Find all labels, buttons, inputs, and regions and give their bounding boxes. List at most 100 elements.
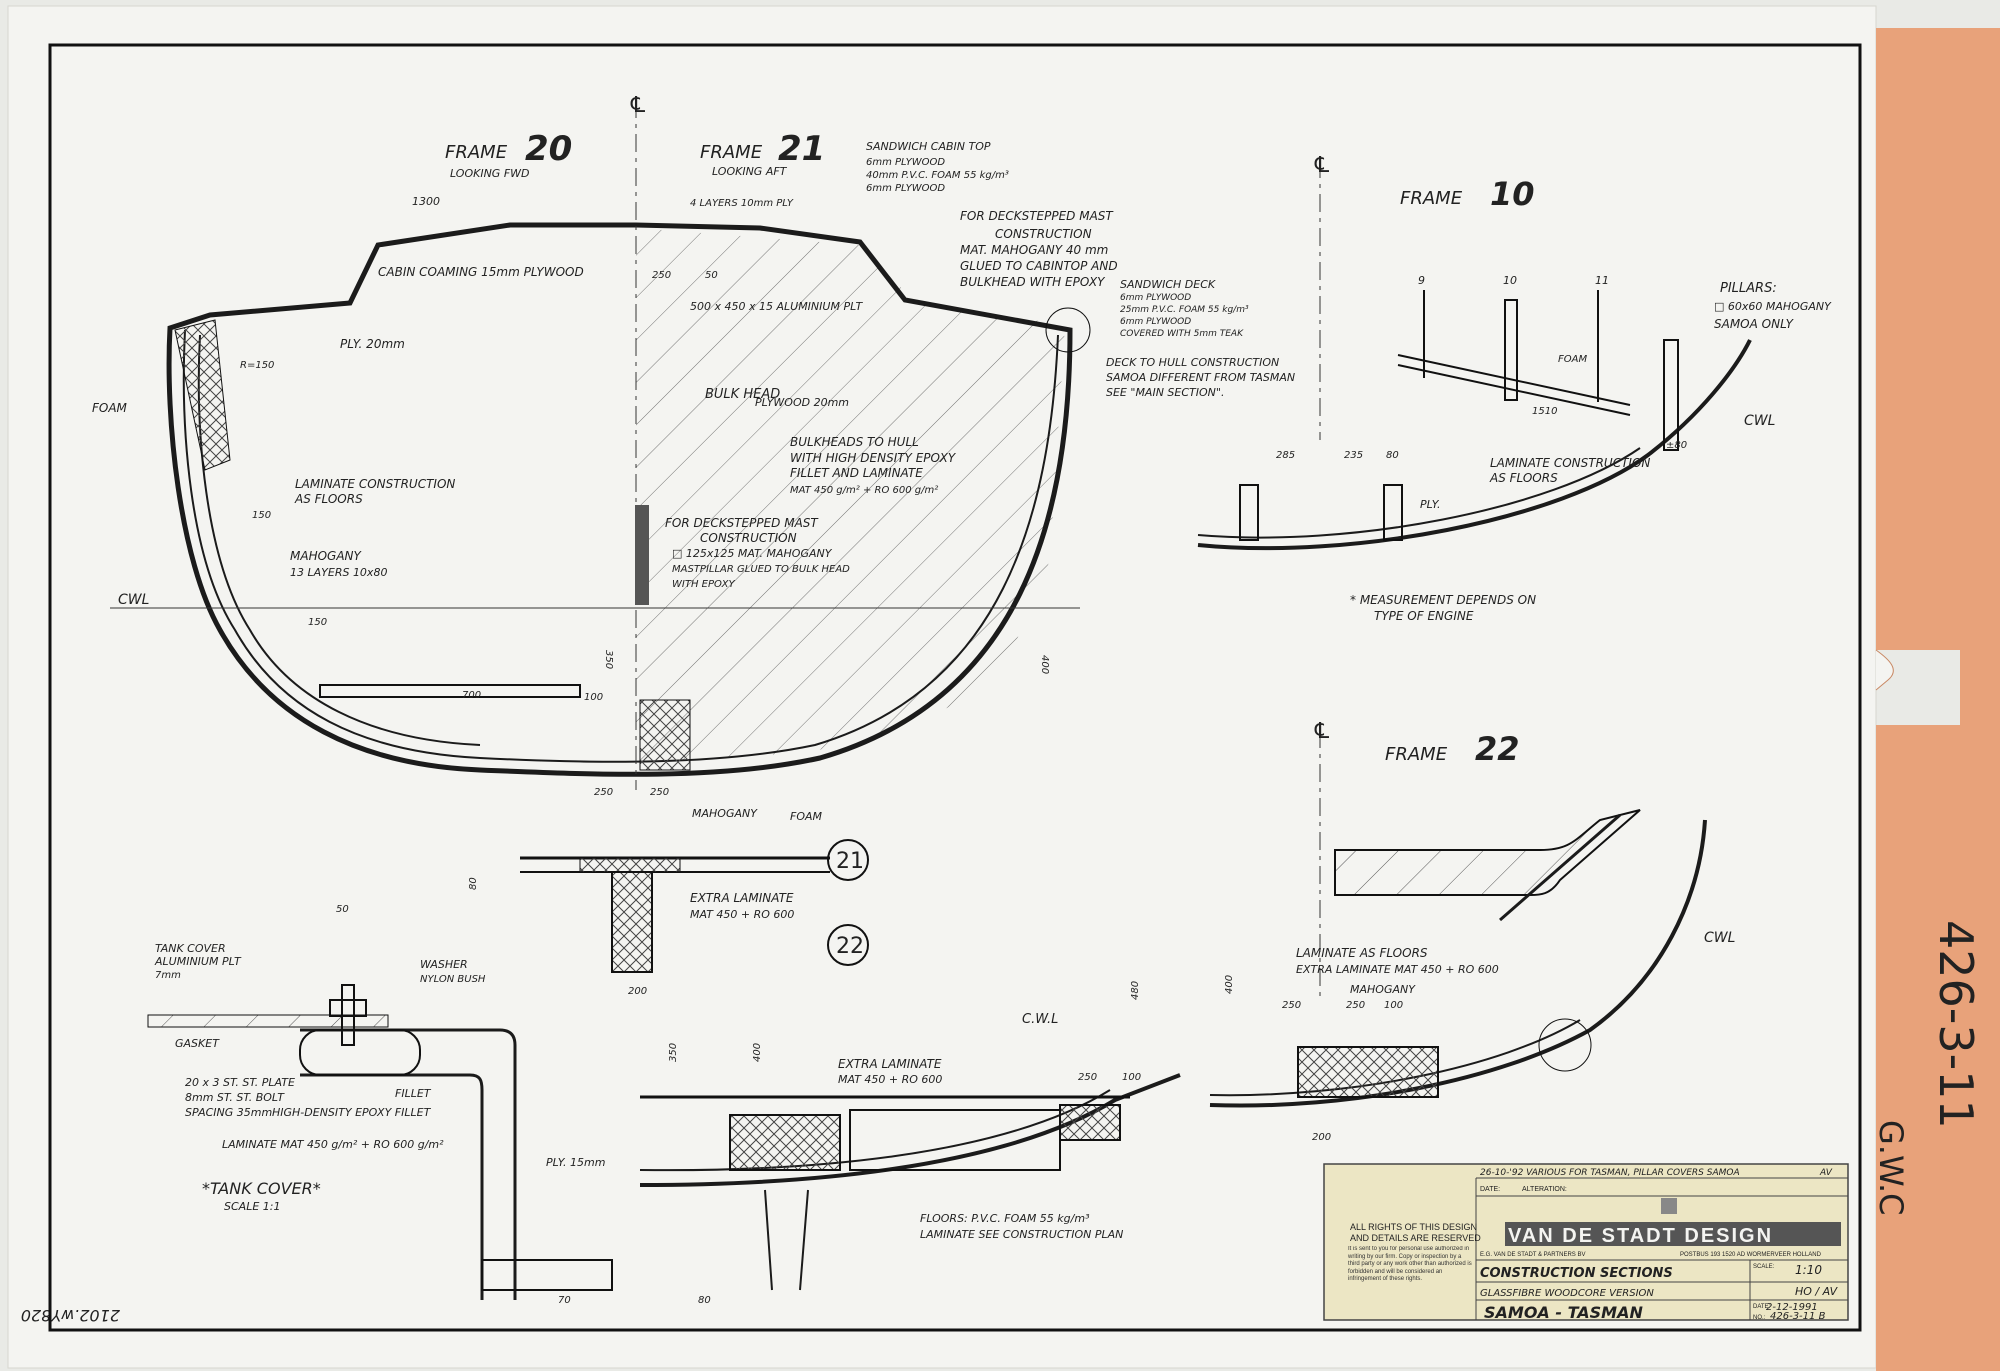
frame-22-section [1209,730,1707,1108]
dim-1510: 1510 [1532,406,1557,417]
mast-frame-5: BULKHEAD WITH EPOXY [960,275,1106,289]
ply10: PLY. [1420,498,1441,511]
dim-350: 350 [603,650,614,669]
extra-lam-1: EXTRA LAMINATE [690,891,794,905]
sandwich-top-3: 40mm P.V.C. FOAM 55 kg/m³ [866,170,1009,181]
label-alu-plate: 500 x 450 x 15 ALUMINIUM PLT [690,300,863,313]
frame-21-number: 21 [778,129,825,169]
f10-foam: FOAM [1558,354,1587,365]
dim-250d: 250 [1078,1072,1097,1083]
label-laminate-1: LAMINATE CONSTRUCTION [295,477,455,491]
dim-250c: 250 [652,270,671,281]
dim-285: 285 [1276,450,1295,461]
frame-22-number: 22 [1475,730,1520,768]
dim-80: 80 [1386,450,1399,461]
dim-50b: 50 [336,904,349,915]
tb-rights-1: ALL RIGHTS OF THIS DESIGN [1350,1222,1477,1232]
washer-1: WASHER [420,958,468,971]
frame-20-number: 20 [525,129,572,169]
tb-drawing-title: CONSTRUCTION SECTIONS [1480,1266,1673,1281]
dim-400b: 400 [752,1043,763,1062]
measure-2: TYPE OF ENGINE [1374,609,1474,623]
fm-foam: FOAM [790,810,823,823]
fm-mahogany: MAHOGANY [692,807,758,820]
bulkhead-1: BULK HEAD [705,387,780,402]
label-mahogany-2: 13 LAYERS 10x80 [290,566,387,579]
corner-stamp: 2102.wY820 [21,1306,120,1325]
frame-22-title: FRAME [1385,744,1448,765]
f22-cwl: CWL [1704,930,1735,946]
label-layers: 4 LAYERS 10mm PLY [690,198,794,209]
pillar-3: □ 125x125 MAT. MAHOGANY [672,547,833,560]
fillet: FILLET [395,1087,432,1100]
frame-10-number: 10 [1490,175,1535,213]
dim-100: 100 [584,692,603,703]
sandwich-top-2: 6mm PLYWOOD [866,157,945,168]
dim-80b: 80 [468,877,479,890]
extra-lam-4: MAT 450 + RO 600 [838,1073,942,1086]
frame-10-title: FRAME [1400,188,1463,209]
lam22-1: LAMINATE AS FLOORS [1296,946,1428,960]
ply15: PLY. 15mm [546,1156,605,1169]
pillars-2: □ 60x60 MAHOGANY [1714,300,1832,313]
sandwich-top-1: SANDWICH CABIN TOP [866,140,991,153]
extra-lam-3: EXTRA LAMINATE [838,1057,942,1071]
circle-22: 22 [836,934,864,959]
tb-revision: 26-10-'92 VARIOUS FOR TASMAN, PILLAR COV… [1480,1168,1740,1178]
dim-350b: 350 [668,1043,679,1062]
mast-frame-4: GLUED TO CABINTOP AND [960,259,1118,273]
f10-centreline-symbol: ℄ [1312,153,1332,178]
frame-20-title: FRAME [445,142,508,163]
mid-floor-section [639,1073,1181,1291]
mast-frame-2: CONSTRUCTION [995,227,1092,241]
tb-revision-initials: AV [1819,1168,1833,1178]
hd-epoxy: HIGH-DENSITY EPOXY FILLET [272,1106,432,1119]
deck-hull-1: DECK TO HULL CONSTRUCTION [1106,356,1279,369]
tab-initials: G.W.C [1872,1120,1910,1215]
label-ply-20: PLY. 20mm [340,337,405,351]
tb-address: POSTBUS 193 1520 AD WORMERVEER HOLLAND [1680,1252,1822,1258]
dim-480: 480 [1130,981,1141,1000]
floor-detail [520,839,869,973]
plate-2: 8mm ST. ST. BOLT [185,1091,285,1104]
tank-cover-detail [147,984,613,1300]
f10-cwl: CWL [1744,413,1775,429]
tank-cover-3: 7mm [155,970,181,981]
tb-project: SAMOA - TASMAN [1484,1303,1643,1322]
floors-1: FLOORS: P.V.C. FOAM 55 kg/m³ [920,1212,1090,1225]
tb-rights-2: AND DETAILS ARE RESERVED [1350,1233,1481,1243]
title-block [1323,1163,1849,1321]
dim-250a: 250 [594,787,613,798]
lam-tank: LAMINATE MAT 450 g/m² + RO 600 g/m² [222,1138,444,1151]
mahogany22: MAHOGANY [1350,983,1416,996]
dim-pm80: ±80 [1666,440,1687,451]
gasket: GASKET [175,1037,220,1050]
tb-drawing-sub: GLASSFIBRE WOODCORE VERSION [1480,1288,1654,1299]
dim-200b: 200 [1312,1132,1331,1143]
tb-company-sub: E.G. VAN DE STADT & PARTNERS BV [1480,1252,1585,1258]
deck-hull-2: SAMOA DIFFERENT FROM TASMAN [1106,371,1295,384]
tb-drawn-value: HO / AV [1795,1285,1839,1298]
tb-company: VAN DE STADT DESIGN [1508,1225,1773,1247]
tank-cover-1: TANK COVER [155,942,226,955]
tb-no-value: 426-3-11 B [1770,1311,1826,1322]
bh-hull-1: BULKHEADS TO HULL [790,435,919,449]
tb-scale-label: SCALE: [1753,1264,1775,1270]
label-foam: FOAM [92,401,128,415]
pillars-1: PILLARS: [1720,281,1777,296]
lam22-2: EXTRA LAMINATE MAT 450 + RO 600 [1296,963,1499,976]
tb-alteration-label: ALTERATION: [1522,1186,1567,1193]
mast-frame-1: FOR DECKSTEPPED MAST [960,209,1114,223]
washer-2: NYLON BUSH [420,974,486,985]
tb-date-value: 2-12-1991 [1766,1302,1818,1313]
tb-scale-value: 1:10 [1795,1263,1822,1277]
frame-21-sub: LOOKING AFT [712,165,788,178]
dim-250b: 250 [650,787,669,798]
sandwich-deck-5: COVERED WITH 5mm TEAK [1120,329,1244,339]
deck-hull-3: SEE "MAIN SECTION". [1106,386,1224,399]
plate-1: 20 x 3 ST. ST. PLATE [185,1076,295,1089]
tank-title: *TANK COVER* [202,1179,321,1198]
dim-700: 700 [462,690,481,701]
extra-lam-2: MAT 450 + RO 600 [690,908,794,921]
